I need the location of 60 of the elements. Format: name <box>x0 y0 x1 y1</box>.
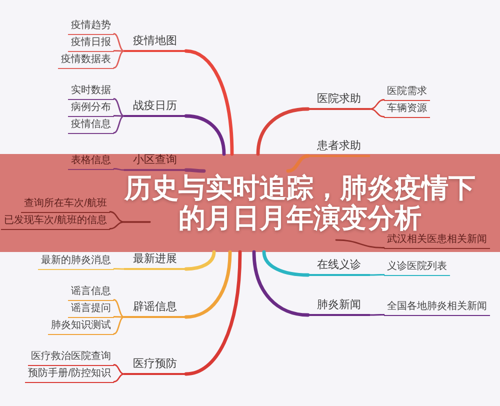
branch-line <box>369 108 385 118</box>
branch-line <box>109 221 151 230</box>
subtopic-label: 疫情信息 <box>68 118 114 134</box>
branch-line <box>113 33 125 52</box>
branch-line <box>286 154 310 173</box>
subtopic-label: 表格信息 <box>68 154 114 170</box>
subtopic-label: 全国各地肺炎相关新闻 <box>384 300 490 316</box>
subtopic-label: 谣言信息 <box>68 286 114 300</box>
branch-line <box>113 316 125 334</box>
branch-line <box>113 168 125 171</box>
subtopic-label: 医疗救治医院查询 <box>28 350 114 366</box>
subtopic-label: 医院需求 <box>384 86 430 100</box>
branch-line <box>113 364 125 375</box>
topic-label: 在线义诊 <box>308 258 370 276</box>
branch-line <box>369 99 385 110</box>
topic-label: 肺炎新闻 <box>308 298 370 316</box>
title-text: 历史与实时追踪，肺炎疫情下的月日月年演变分析 <box>123 173 476 233</box>
branch-line <box>184 250 232 319</box>
subtopic-label: 预防手册/防控知识 <box>25 368 114 382</box>
topic-label: 战疫日历 <box>124 99 186 117</box>
branch-line <box>113 50 125 52</box>
subtopic-label: 病例分布 <box>68 102 114 116</box>
branch-line <box>113 316 125 318</box>
subtopic-label: 疫情日报 <box>68 36 114 52</box>
topic-label: 医疗预防 <box>124 357 186 375</box>
subtopic-label: 实时数据 <box>68 84 114 100</box>
branch-line <box>113 50 125 68</box>
branch-line <box>113 299 125 318</box>
branch-line <box>184 168 206 173</box>
subtopic-label: 谣言提问 <box>68 302 114 318</box>
subtopic-label: 武汉相关医患相关新闻 <box>384 234 490 248</box>
topic-label: 辟谣信息 <box>124 300 186 318</box>
topic-label: 小区查询 <box>124 153 186 171</box>
topic-label: 最新进展 <box>124 252 186 270</box>
branch-line <box>113 268 125 270</box>
subtopic-label: 已发现车次/航班的信息 <box>1 214 110 230</box>
branch-line <box>262 250 310 277</box>
topic-label: 疫情地图 <box>124 34 186 52</box>
branch-line <box>184 114 226 156</box>
branch-line <box>369 274 385 276</box>
branch-line <box>369 314 385 316</box>
subtopic-label: 义诊医院列表 <box>384 260 450 276</box>
branch-line <box>113 115 125 134</box>
branch-line <box>184 49 234 156</box>
subtopic-label: 车辆资源 <box>384 102 430 118</box>
subtopic-label: 最新的肺炎消息 <box>38 254 114 270</box>
branch-line <box>113 373 125 382</box>
branch-line <box>184 250 216 271</box>
branch-line <box>252 250 310 317</box>
topic-label: 医院求助 <box>308 92 370 110</box>
branch-line <box>256 107 310 156</box>
subtopic-label: 查询所在车次/航班 <box>21 198 110 212</box>
branch-line <box>113 98 125 117</box>
branch-line <box>184 250 242 376</box>
branch-line <box>113 115 125 117</box>
topic-label: 患者求助 <box>308 139 370 157</box>
subtopic-label: 疫情数据表 <box>58 54 114 68</box>
branch-line <box>335 239 385 248</box>
subtopic-label: 肺炎知识测试 <box>48 320 114 334</box>
subtopic-label: 疫情趋势 <box>68 20 114 34</box>
